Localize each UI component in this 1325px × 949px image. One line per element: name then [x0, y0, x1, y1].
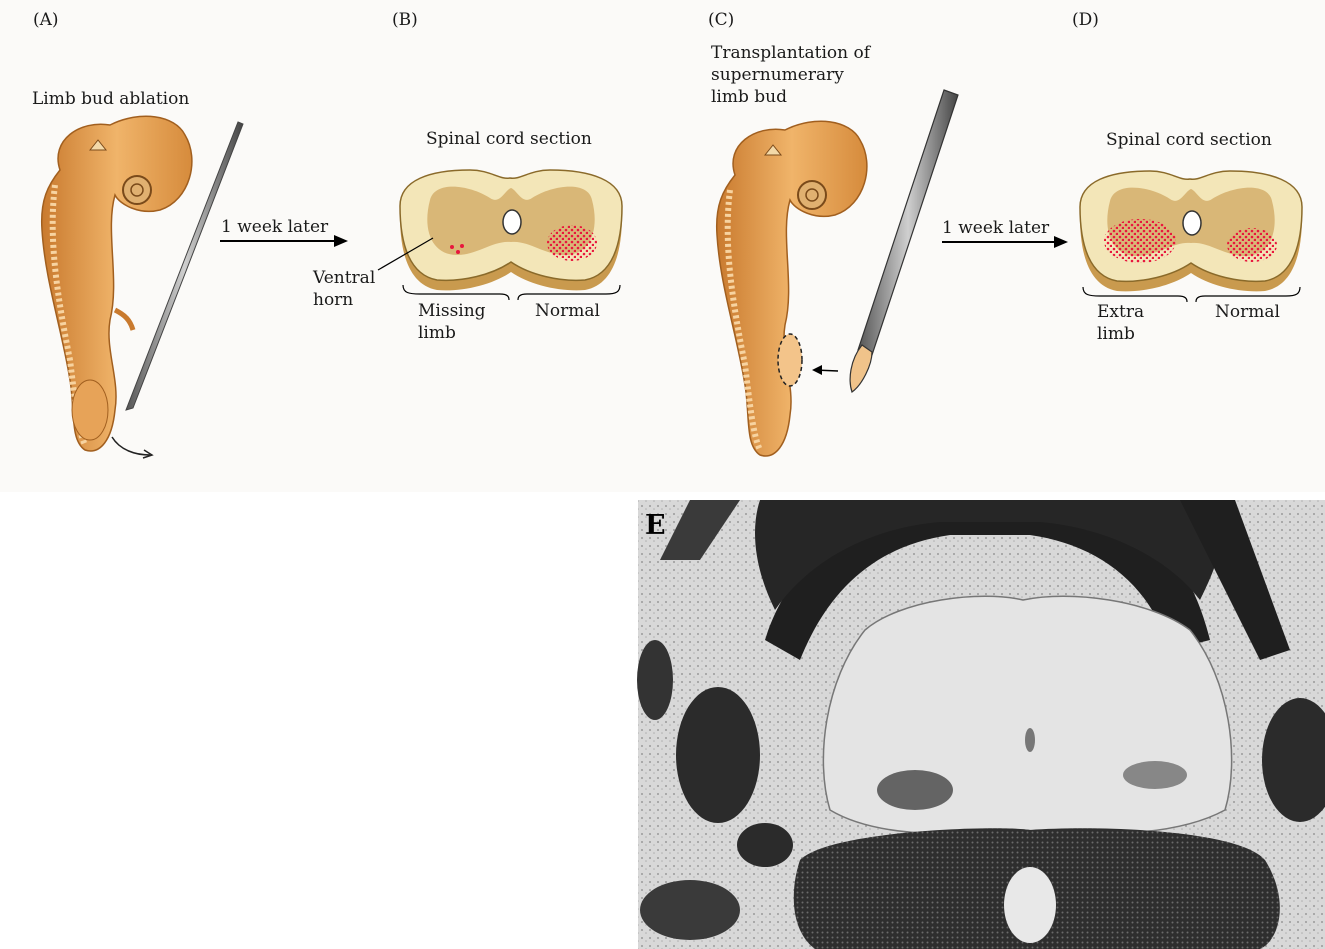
spinal-cord-b [400, 170, 622, 290]
panel-b-letter: (B) [392, 9, 418, 31]
embryo-a [42, 116, 192, 451]
removal-arrow [112, 437, 150, 455]
panel-a-letter: (A) [33, 9, 59, 31]
panel-c-letter: (C) [708, 9, 734, 31]
donor-limb-bud [850, 345, 872, 392]
embryo-c [717, 121, 867, 456]
normal-label-d: Normal [1215, 301, 1280, 323]
arrow-cd-label: 1 week later [942, 217, 1049, 239]
panel-c-title: Transplantation of supernumerary limb bu… [711, 42, 901, 108]
missing-limb-label: Missing limb [418, 300, 486, 344]
panel-d-letter: (D) [1072, 9, 1099, 31]
panel-b-title: Spinal cord section [426, 128, 592, 150]
ventral-horn-label: Ventral horn [313, 267, 375, 311]
panel-a-title: Limb bud ablation [32, 88, 189, 110]
panel-e-letter: E [645, 510, 666, 541]
normal-label-b: Normal [535, 300, 600, 322]
extra-limb-label: Extra limb [1097, 301, 1144, 345]
spinal-cord-d [1080, 171, 1302, 291]
arrow-ab-label: 1 week later [221, 216, 328, 238]
micrograph-e [637, 500, 1325, 949]
panel-d-title: Spinal cord section [1106, 129, 1272, 151]
